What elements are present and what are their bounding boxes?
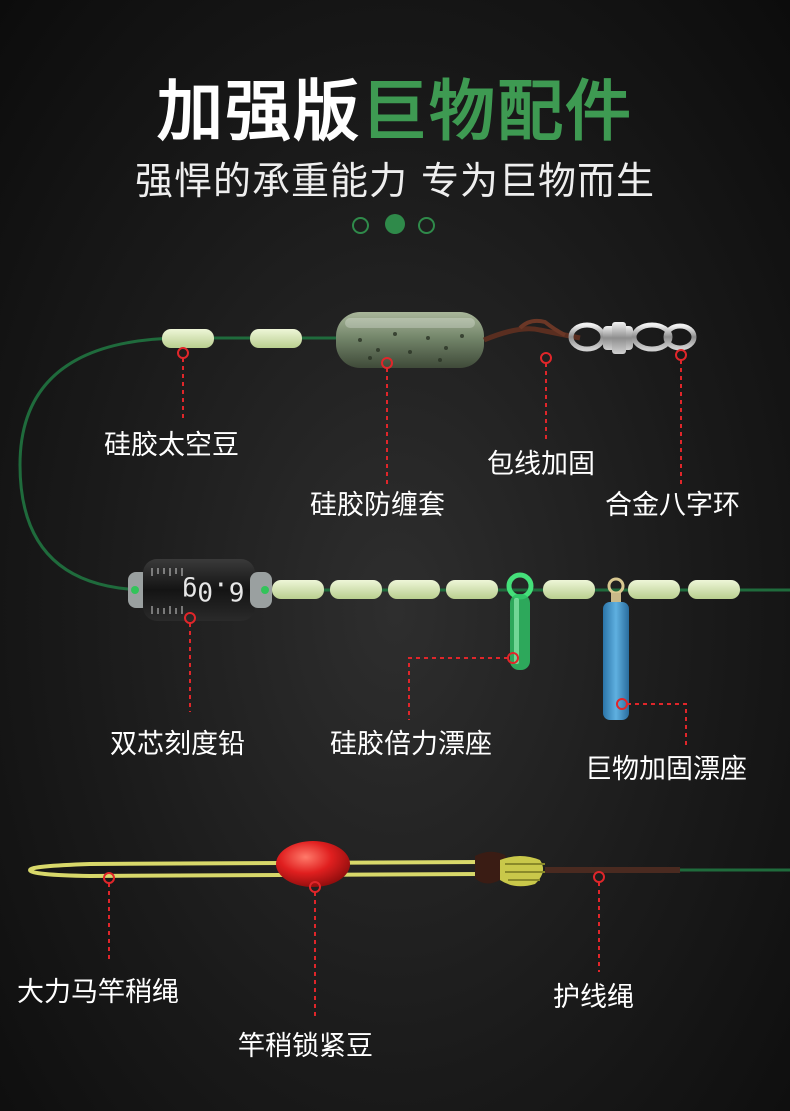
marker-dot (381, 357, 393, 369)
marker-dot (540, 352, 552, 364)
marker-dot (309, 881, 321, 893)
carousel-indicator (352, 214, 442, 236)
marker-dot (103, 872, 115, 884)
fishing-line (18, 336, 790, 592)
space-bean (250, 329, 302, 348)
marker-dot (177, 347, 189, 359)
protect-line-knot (475, 851, 545, 887)
marker-dot (507, 652, 519, 664)
carousel-dot-active[interactable] (385, 214, 405, 234)
anti-tangle-sleeve (336, 312, 484, 368)
space-bean (543, 580, 595, 599)
subtitle: 强悍的承重能力 专为巨物而生 (134, 159, 656, 203)
marker-dot (616, 698, 628, 710)
space-bean (272, 580, 324, 599)
lead-weight-mark: 6.0g (182, 576, 245, 606)
title-white: 加强版 (157, 73, 361, 150)
dual-core-lead: 6.0g (128, 559, 272, 621)
wrapped-line (483, 326, 581, 343)
space-bean (162, 329, 214, 348)
space-bean (330, 580, 382, 599)
label-dual-core-lead: 双芯刻度铅 (110, 729, 245, 760)
label-rod-tip-rope: 大力马竿稍绳 (17, 977, 179, 1008)
space-bean (628, 580, 680, 599)
page-title: 加强版巨物配件 (0, 58, 790, 154)
label-wrapped-reinforce: 包线加固 (487, 449, 595, 480)
label-silicone-anti-tangle: 硅胶防缠套 (310, 490, 445, 521)
space-bean (688, 580, 740, 599)
carousel-dot[interactable] (418, 217, 435, 234)
marker-dot (593, 871, 605, 883)
space-bean (388, 580, 440, 599)
carousel-dot[interactable] (352, 217, 369, 234)
giant-float-seat (603, 577, 629, 720)
label-giant-float-seat: 巨物加固漂座 (585, 754, 747, 785)
marker-points (103, 347, 687, 893)
leader-lines (108, 358, 687, 1018)
space-bean (446, 580, 498, 599)
title-green: 巨物配件 (361, 73, 633, 150)
label-alloy-swivel: 合金八字环 (605, 490, 740, 521)
label-silicone-float-seat: 硅胶倍力漂座 (330, 729, 492, 760)
rod-tip-rope (27, 860, 481, 879)
label-rod-tip-lock-bean: 竿稍锁紧豆 (238, 1031, 373, 1062)
label-silicone-space-bean: 硅胶太空豆 (104, 430, 239, 461)
silicone-float-seat (506, 572, 534, 670)
marker-dot (675, 349, 687, 361)
rod-tip-lock-bean (276, 841, 350, 887)
label-protect-line-rope: 护线绳 (553, 982, 634, 1013)
alloy-swivel (568, 322, 697, 354)
marker-dot (184, 612, 196, 624)
